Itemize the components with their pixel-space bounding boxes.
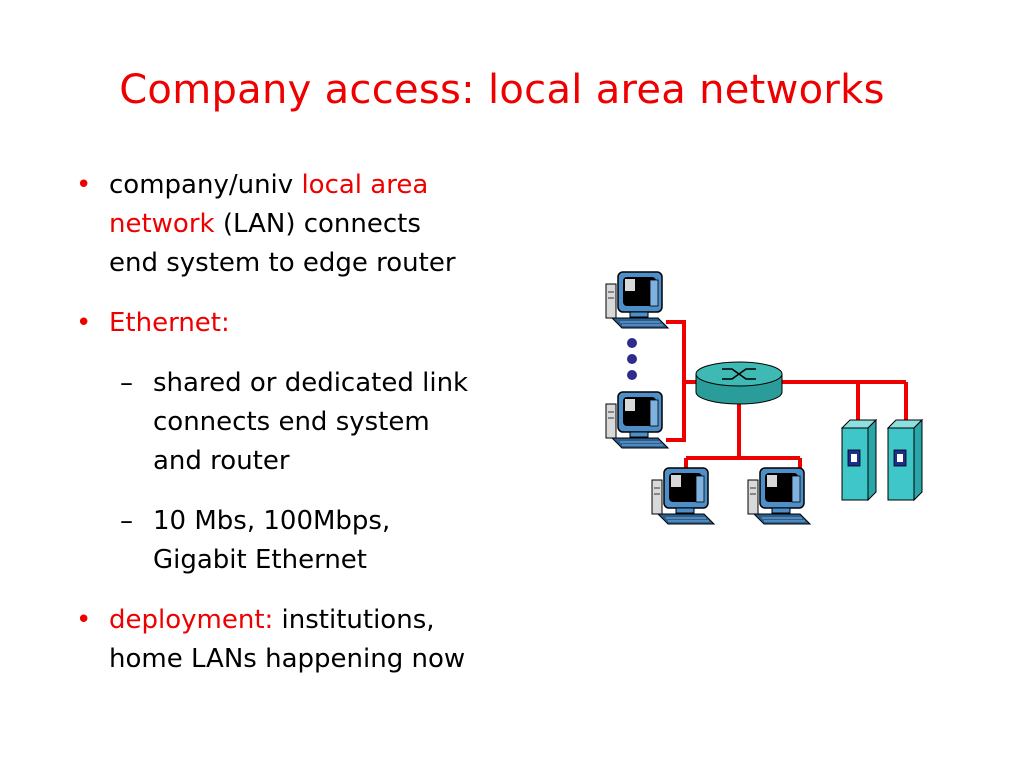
bullet-item: • deployment: institutions, home LANs ha… [76,601,556,679]
workstation-icon [747,467,811,525]
bullet-text-highlight: local area [301,170,429,200]
bullet-text: company/univ [109,170,302,200]
slide-title: Company access: local area networks [119,67,885,113]
bullet-line: shared or dedicated link [153,368,469,398]
workstation-icon [651,467,715,525]
bullet-marker: • [76,308,92,338]
bullet-line: home LANs happening now [109,640,556,679]
server-icon [887,419,923,501]
bullet-list: • company/univ local area network (LAN) … [76,166,556,700]
server-icon [841,419,877,501]
bullet-line: connects end system [153,407,430,437]
bullet-text: end system to edge router [109,248,456,278]
sub-bullet-marker: – [120,368,133,398]
bullet-item: • company/univ local area network (LAN) … [76,166,556,283]
bullet-text: (LAN) connects [214,209,421,239]
bullet-text-highlight: network [109,209,215,239]
bullet-text-highlight: Ethernet: [109,308,230,338]
bullet-line: company/univ local area [109,166,556,205]
bullet-line: deployment: institutions, [109,601,556,640]
bullet-line: Ethernet: [109,304,556,343]
bullet-item: • Ethernet: [76,304,556,343]
bullet-line: and router [153,446,290,476]
bullet-line: end system to edge router [109,244,556,283]
bullet-text: home LANs happening now [109,644,466,674]
sub-bullet-item: – shared or dedicated link connects end … [120,364,556,481]
sub-bullet-item: – 10 Mbs, 100Mbps, Gigabit Ethernet [120,502,556,580]
sub-bullet-marker: – [120,506,133,536]
ellipsis-dots-icon [627,338,637,380]
bullet-text: institutions, [273,605,435,635]
bullet-text-highlight: deployment: [109,605,274,635]
bullet-marker: • [76,605,92,635]
ethernet-switch-icon [695,361,783,405]
bullet-line: 10 Mbs, 100Mbps, [153,506,391,536]
workstation-icon [605,271,669,329]
bullet-line: network (LAN) connects [109,205,556,244]
lan-diagram [605,271,923,525]
network-links [666,320,908,472]
bullet-marker: • [76,170,92,200]
bullet-line: Gigabit Ethernet [153,545,367,575]
workstation-icon [605,391,669,449]
